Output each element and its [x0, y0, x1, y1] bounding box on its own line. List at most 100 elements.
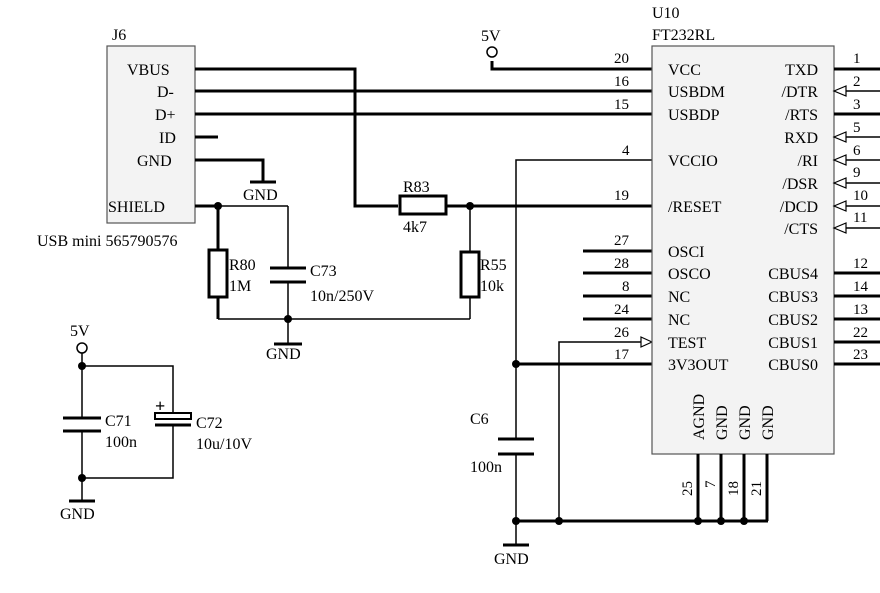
junction-reset: [466, 202, 474, 210]
j6-pin-dm: D-: [157, 84, 174, 101]
pin-name-nc-24: NC: [668, 312, 690, 329]
c72-ref: C72: [196, 415, 223, 432]
pin-name-nc-8: NC: [668, 289, 690, 306]
pin-num-1: 1: [853, 51, 861, 67]
r55-resistor: [459, 250, 481, 299]
pin-name-cbus0: CBUS0: [768, 357, 818, 374]
pin-name-rts: /RTS: [785, 107, 818, 124]
gnd-label-ic: GND: [494, 551, 529, 568]
pin-name-dtr: /DTR: [782, 84, 819, 101]
pin-num-23: 23: [853, 347, 868, 363]
pin-name-vccio: VCCIO: [668, 153, 718, 170]
pin-name-txd: TXD: [785, 62, 818, 79]
junction-5v-decoupling: [78, 362, 86, 370]
r80-ref: R80: [229, 257, 256, 274]
c6-value: 100n: [470, 459, 502, 476]
j6-connector-body: [106, 45, 196, 224]
ic-left-stubs: [583, 249, 652, 321]
pin-num-28: 28: [614, 256, 629, 272]
c71-value: 100n: [105, 434, 137, 451]
c73-value: 10n/250V: [310, 288, 374, 305]
pin-name-cbus2: CBUS2: [768, 312, 818, 329]
pin-num-8: 8: [622, 279, 630, 295]
pin-num-7: 7: [703, 480, 719, 488]
c73-ref: C73: [310, 263, 337, 280]
j6-pin-vbus: VBUS: [127, 62, 170, 79]
pin-name-ri: /RI: [798, 153, 818, 170]
r83-resistor: [398, 194, 448, 216]
pin-name-vcc: VCC: [668, 62, 701, 79]
c71-ref: C71: [105, 413, 132, 430]
pin-name-gnd-7: GND: [714, 405, 731, 440]
c72-polarity-plus: +: [155, 396, 165, 416]
pin-name-usbdm: USBDM: [668, 84, 725, 101]
power-symbol-5v-ic: [486, 46, 498, 58]
pin-name-test: TEST: [668, 335, 706, 352]
pin-num-17: 17: [614, 347, 630, 363]
j6-pin-id: ID: [159, 130, 176, 147]
pin-num-10: 10: [853, 188, 868, 204]
test-pin-arrow: [640, 336, 654, 348]
pin-num-5: 5: [853, 120, 861, 136]
pin-name-cbus1: CBUS1: [768, 335, 818, 352]
pin-name-agnd: AGND: [691, 394, 708, 440]
r80-value: 1M: [229, 278, 251, 295]
u10-ic-body: [651, 45, 835, 455]
junction-3v3out: [512, 360, 520, 368]
junction-gnd-25: [694, 517, 702, 525]
pin-name-dcd: /DCD: [780, 199, 818, 216]
pin-num-18: 18: [726, 481, 742, 496]
pin-num-19: 19: [614, 188, 629, 204]
pin-name-cts: /CTS: [784, 221, 818, 238]
r83-ref: R83: [403, 179, 430, 196]
pin-num-11: 11: [853, 210, 867, 226]
pin-num-25: 25: [680, 481, 696, 496]
junction-gnd-test: [555, 517, 563, 525]
power-symbol-5v-decoupling: [76, 342, 88, 354]
c72-value: 10u/10V: [196, 436, 252, 453]
pin-num-3: 3: [853, 97, 861, 113]
pin-name-reset: /RESET: [668, 199, 722, 216]
junction-shield: [214, 202, 222, 210]
pin-num-16: 16: [614, 74, 630, 90]
pin-num-15: 15: [614, 97, 629, 113]
pin-name-rxd: RXD: [784, 130, 818, 147]
c6-ref: C6: [470, 411, 489, 428]
gnd-label-shield: GND: [266, 346, 301, 363]
pin-num-26: 26: [614, 325, 630, 341]
junction-gnd-decoupling: [78, 474, 86, 482]
pin-num-27: 27: [614, 233, 630, 249]
pin-name-3v3out: 3V3OUT: [668, 357, 729, 374]
pin-num-14: 14: [853, 279, 869, 295]
pin-name-cbus4: CBUS4: [768, 266, 818, 283]
c6-capacitor: [498, 437, 534, 456]
pin-name-osci: OSCI: [668, 244, 704, 261]
junction-gnd-c6: [512, 517, 520, 525]
ic-right-stubs: [834, 67, 880, 366]
pin-num-21: 21: [749, 481, 765, 496]
ic-right-input-arrows: [832, 85, 847, 234]
5v-label-ic: 5V: [481, 28, 501, 45]
pin-name-gnd-18: GND: [737, 405, 754, 440]
junction-gnd-18: [740, 517, 748, 525]
pin-num-20: 20: [614, 51, 629, 67]
r80-resistor: [207, 248, 229, 299]
gnd-label-j6: GND: [243, 187, 278, 204]
j6-pin-dp: D+: [155, 107, 176, 124]
junction-gnd-7: [717, 517, 725, 525]
pin-num-2: 2: [853, 74, 861, 90]
5v-label-decoupling: 5V: [70, 323, 90, 340]
pin-num-22: 22: [853, 325, 868, 341]
j6-ref-label: J6: [112, 27, 126, 44]
c71-capacitor: [63, 416, 101, 433]
pin-num-9: 9: [853, 165, 861, 181]
pin-name-gnd-21: GND: [760, 405, 777, 440]
gnd-label-decoupling: GND: [60, 506, 95, 523]
shield-network-wires: [216, 205, 470, 346]
r55-value: 10k: [480, 278, 504, 295]
pin-name-osco: OSCO: [668, 266, 711, 283]
reset-network-wires: [446, 204, 652, 319]
c73-capacitor: [270, 266, 306, 284]
pin-num-4: 4: [622, 143, 630, 159]
